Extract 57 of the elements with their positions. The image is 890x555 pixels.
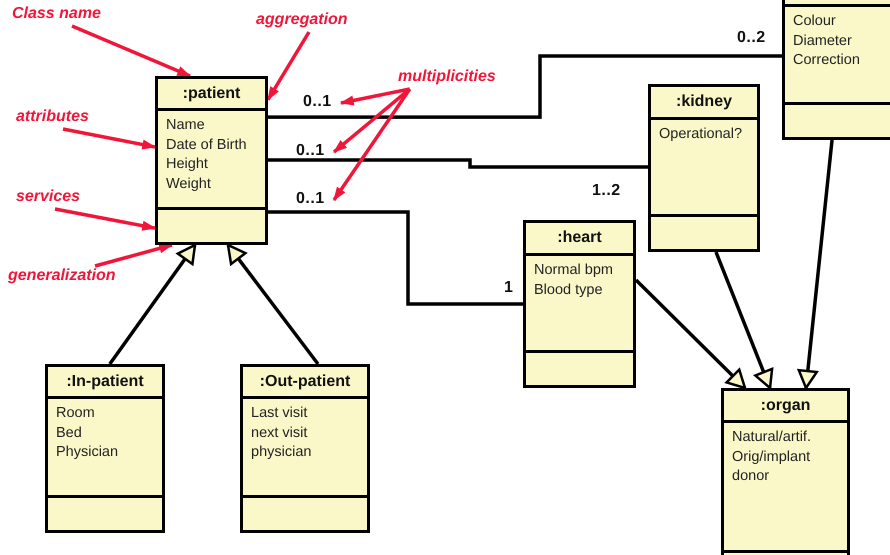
inheritance-arrow [226, 244, 320, 366]
class-box [782, 0, 890, 140]
annotation-label: aggregation [256, 10, 348, 30]
inheritance-arrow [94, 243, 174, 268]
class-name: :Out-patient [260, 372, 350, 390]
class-name: :kidney [676, 93, 732, 111]
multiplicity-label: 1 [504, 279, 514, 297]
class-box [45, 364, 165, 533]
inheritance-arrow [54, 207, 156, 231]
attribute: Colour [793, 12, 836, 31]
attribute: Physician [56, 443, 118, 462]
multiplicity-label: 0..1 [303, 93, 332, 111]
attribute: next visit [251, 424, 308, 442]
class-box [240, 364, 370, 533]
inheritance-arrow [266, 31, 310, 101]
inheritance-arrow [332, 88, 412, 202]
inheritance-arrow [340, 87, 410, 106]
attribute: Last visit [251, 404, 308, 423]
annotation-label: multiplicities [398, 67, 496, 87]
attribute: Orig/implant [732, 448, 810, 466]
attribute: Natural/artif. [732, 428, 811, 447]
inheritance-arrow [108, 244, 196, 366]
attribute: physician [251, 443, 312, 462]
class-name: :patient [182, 84, 240, 102]
attribute: donor [732, 467, 770, 486]
attribute: Room [56, 404, 95, 423]
attribute: Height [166, 155, 208, 174]
multiplicity-label: 0..1 [296, 190, 325, 208]
attribute: Normal bpm [534, 261, 613, 280]
attribute: Date of Birth [166, 136, 247, 154]
multiplicity-label: 0..2 [737, 29, 766, 47]
class-box [155, 76, 268, 245]
multiplicity-label: 1..2 [592, 182, 621, 200]
class-name: :In-patient [66, 372, 144, 390]
attribute: Bed [56, 424, 82, 442]
inheritance-arrow [798, 140, 834, 390]
attribute: Operational? [659, 125, 742, 144]
attribute: Name [166, 116, 205, 135]
annotation-label: services [16, 187, 80, 207]
inheritance-arrow [332, 88, 411, 154]
inheritance-arrow [62, 127, 156, 150]
annotation-label: generalization [8, 266, 116, 286]
class-box [648, 84, 760, 252]
class-name: :heart [557, 229, 602, 247]
annotation-label: Class name [12, 4, 101, 24]
attribute: Blood type [534, 280, 603, 300]
attribute: Weight [166, 174, 211, 194]
attribute: Correction [793, 51, 860, 70]
class-box [523, 220, 636, 388]
class-name: :organ [760, 396, 810, 414]
inheritance-arrow [634, 278, 746, 390]
class-box [721, 388, 850, 555]
inheritance-arrow [71, 24, 192, 78]
attribute: Diameter [793, 32, 852, 50]
inheritance-arrow [714, 251, 774, 390]
multiplicity-label: 0..1 [296, 142, 325, 160]
annotation-label: attributes [16, 107, 89, 127]
